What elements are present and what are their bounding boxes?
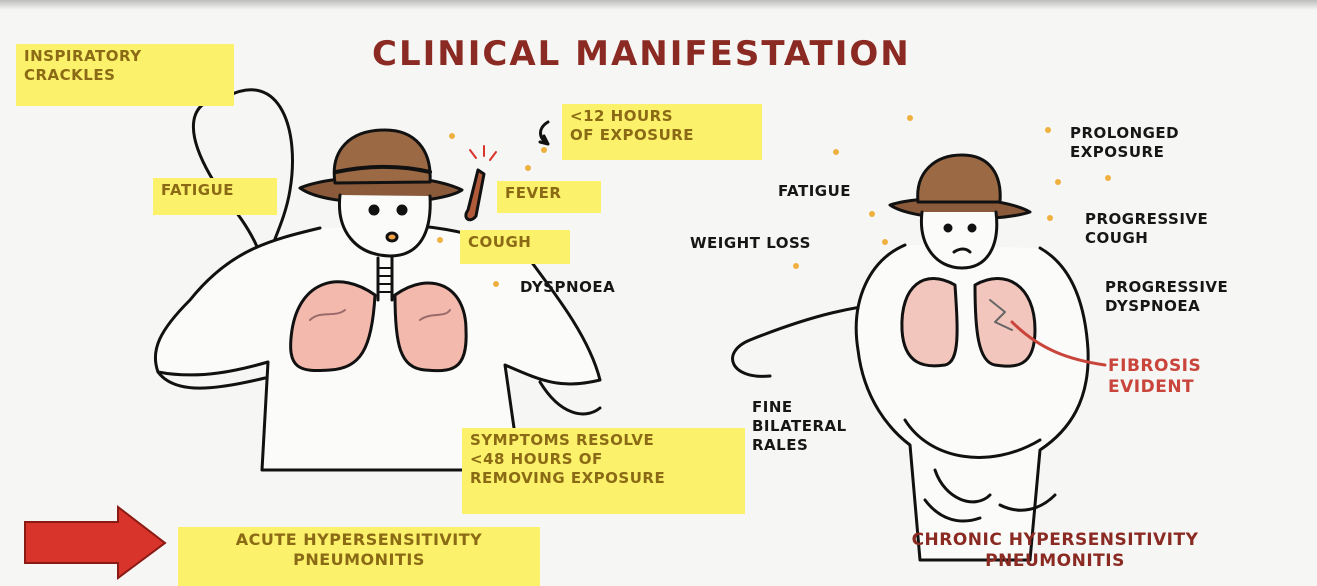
label-prolonged-exposure: PROLONGED EXPOSURE xyxy=(1070,124,1179,162)
label-progressive-dyspnoea: PROGRESSIVE DYSPNOEA xyxy=(1105,278,1228,316)
label-acute-fatigue: FATIGUE xyxy=(153,178,277,215)
right-arrow-icon xyxy=(25,507,165,578)
chronic-left-lung xyxy=(902,279,957,366)
caption-chronic: CHRONIC HYPERSENSITIVITY PNEUMONITIS xyxy=(855,530,1255,573)
label-chronic-fatigue: FATIGUE xyxy=(778,182,851,201)
chronic-torso xyxy=(856,245,1088,560)
label-weight-loss: WEIGHT LOSS xyxy=(690,234,811,253)
label-fibrosis-evident: FIBROSIS EVIDENT xyxy=(1108,356,1201,399)
label-symptoms-resolve: SYMPTOMS RESOLVE <48 HOURS OF REMOVING E… xyxy=(462,428,745,514)
thermometer-icon xyxy=(466,170,484,220)
label-fever: FEVER xyxy=(497,181,601,213)
onset-pointer-icon xyxy=(540,122,548,144)
label-progressive-cough: PROGRESSIVE COUGH xyxy=(1085,210,1208,248)
label-fine-bilateral-rales: FINE BILATERAL RALES xyxy=(752,398,847,454)
label-acute-onset: <12 HOURS OF EXPOSURE xyxy=(562,104,762,160)
chronic-right-lung xyxy=(975,279,1035,367)
acute-right-lung xyxy=(395,283,466,371)
caption-acute: ACUTE HYPERSENSITIVITY PNEUMONITIS xyxy=(178,527,540,586)
label-acute-dyspnoea: DYSPNOEA xyxy=(520,278,615,297)
label-inspiratory-crackles: INSPIRATORY CRACKLES xyxy=(16,44,234,106)
label-cough: COUGH xyxy=(460,230,570,264)
